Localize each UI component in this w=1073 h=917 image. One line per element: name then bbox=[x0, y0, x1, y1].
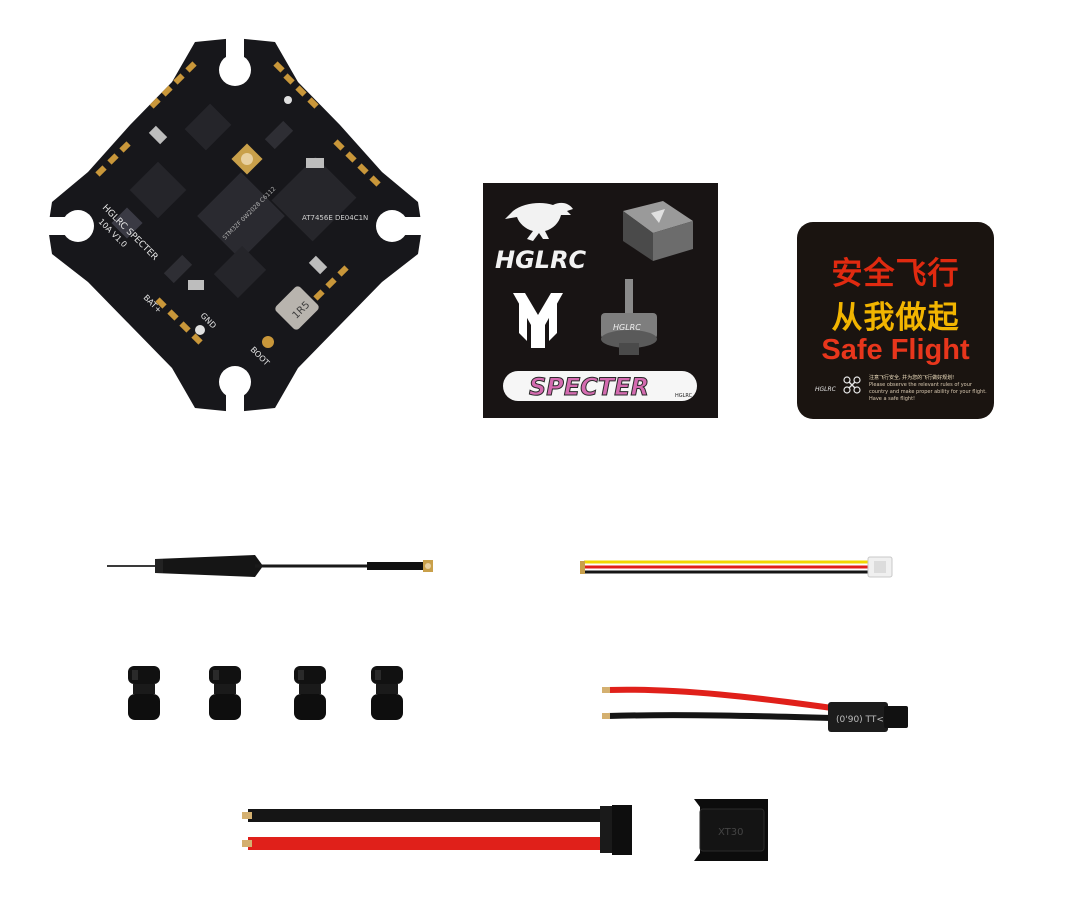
mcu-chip bbox=[197, 172, 285, 260]
xt30-label: XT30 bbox=[718, 827, 744, 838]
antenna bbox=[107, 555, 433, 577]
safe-line-en: Safe Flight bbox=[821, 334, 970, 366]
y-logo-icon bbox=[513, 293, 563, 348]
safe-line-cn2: 从我做起 bbox=[831, 300, 960, 336]
safe-note-cn: 注意飞行安全, 并为您的飞行做好规划! bbox=[869, 375, 955, 381]
jst-cable bbox=[580, 556, 893, 578]
xt30-power-cable: XT30 bbox=[242, 799, 768, 861]
dinosaur-logo bbox=[505, 202, 573, 241]
rubber-grommet bbox=[128, 666, 160, 720]
specter-title: SPECTER bbox=[529, 373, 649, 401]
safe-notes: 注意飞行安全, 并为您的飞行做好规划! Please observe the r… bbox=[869, 375, 987, 403]
safe-line-cn1: 安全飞行 bbox=[831, 256, 960, 292]
specter-badge bbox=[503, 371, 697, 401]
bt-power-pigtail: (0'90) TT< bbox=[602, 686, 908, 732]
rubber-grommet bbox=[209, 666, 241, 720]
pigtail-connector-label: (0'90) TT< bbox=[836, 715, 884, 725]
fc-osd-label: AT7456E DE04C1N bbox=[302, 214, 368, 222]
specter-corner-label: HGLRC bbox=[675, 393, 693, 399]
motor-label: HGLRC bbox=[613, 323, 641, 332]
safe-note-en: Please observe the relevant rules of you… bbox=[869, 382, 987, 402]
specter-sticker-art: HGLRC HGLRC SPECTER HGLRC bbox=[495, 201, 697, 402]
flight-controller-board: HGLRC SPECTER 10A V1.0 BAT+ GND BOOT STM… bbox=[40, 30, 430, 420]
drone-icon bbox=[843, 376, 861, 394]
inductor bbox=[275, 286, 319, 330]
motor-icon: HGLRC bbox=[601, 279, 657, 355]
rubber-grommet bbox=[371, 666, 403, 720]
sticker-brand-text: HGLRC bbox=[495, 246, 587, 274]
rubber-grommet bbox=[294, 666, 326, 720]
safe-flight-sticker: 安全飞行 从我做起 Safe Flight HGLRC 注意飞行安全, 并为您的… bbox=[797, 222, 994, 419]
specter-sticker: HGLRC HGLRC SPECTER HGLRC bbox=[483, 183, 718, 418]
goggle-box-icon bbox=[623, 201, 693, 261]
safe-brand: HGLRC bbox=[815, 386, 836, 393]
